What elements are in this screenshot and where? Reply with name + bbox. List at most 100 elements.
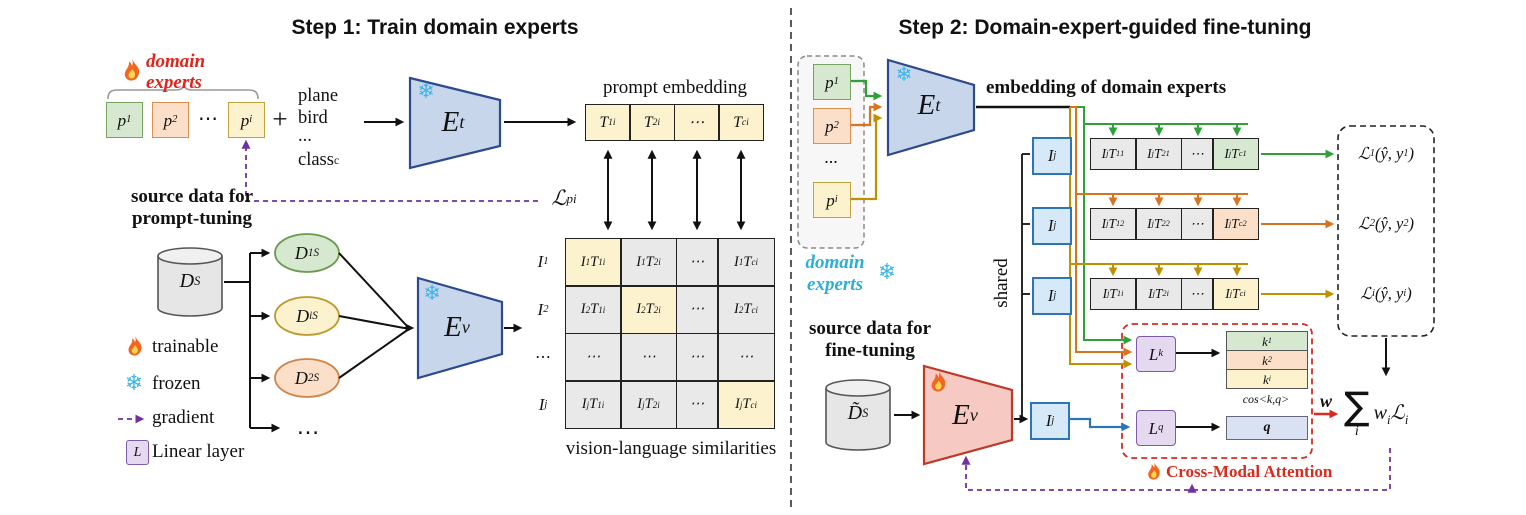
cosine-similarity-label: cos<k, q> xyxy=(1242,391,1290,406)
class-words-ellipsis: ... xyxy=(298,126,312,147)
plus-sign: + xyxy=(272,103,288,134)
step2-black-arrows xyxy=(894,338,1391,432)
cross-modal-attention-label: Cross-Modal Attention xyxy=(1166,462,1333,482)
losses-container-box xyxy=(1337,125,1435,337)
subset-ellipsis: … xyxy=(296,412,320,440)
text-encoder-shape-step2 xyxy=(886,58,976,157)
weighted-sum-formula: ∑ i wiℒi xyxy=(1344,384,1409,439)
source-dataset-cylinder-step2 xyxy=(825,379,891,451)
source-dataset-cylinder-step1 xyxy=(157,247,223,317)
domain-experts-brace xyxy=(107,82,259,100)
domain-experts-label: domain experts xyxy=(146,50,206,93)
snowflake-icon: ❄ xyxy=(895,61,913,86)
step1-arrows xyxy=(224,117,746,433)
source-data-label-step2-line1: source data for xyxy=(808,318,932,340)
attention-weights-label: w xyxy=(1319,390,1332,411)
finetune-dataset-label: D̃S xyxy=(847,401,869,424)
source-data-label-step2-line2: fine-tuning xyxy=(825,340,915,362)
vision-encoder-shape-step1 xyxy=(416,276,504,380)
linear-layer-icon: L xyxy=(126,440,149,465)
domain-experts-label-step2-line1: domain xyxy=(805,252,865,274)
image-feature-ellipsis: ⋯ xyxy=(535,349,551,367)
matrix-cell: ⋯ xyxy=(566,334,620,380)
legend-linear-label: Linear layer xyxy=(152,441,245,463)
shared-label: shared xyxy=(991,258,1013,308)
gradient-arrows-step2 xyxy=(961,448,1391,493)
domain-experts-label-step2-line2: experts xyxy=(807,274,863,296)
legend-gradient-label: gradient xyxy=(152,407,215,429)
snowflake-icon: ❄ xyxy=(877,259,897,285)
matrix-caption: vision-language similarities xyxy=(565,438,777,460)
matrix-cell: ⋯ xyxy=(677,334,717,380)
fire-icon xyxy=(126,335,144,358)
source-data-label-line2: prompt-tuning xyxy=(131,208,252,230)
cross-modal-attention-box xyxy=(1121,323,1313,459)
matrix-cell: ⋯ xyxy=(677,381,717,428)
prompt-ellipsis-step2: ... xyxy=(824,146,838,167)
query-vector-box: q xyxy=(1226,416,1308,440)
matrix-cell: ⋯ xyxy=(677,239,717,285)
similarity-cell: ⋯ xyxy=(1182,209,1212,239)
fire-icon xyxy=(122,58,142,83)
matrix-cell: ⋯ xyxy=(621,334,676,380)
class-word-bird: bird xyxy=(298,108,328,129)
text-encoder-shape-step1 xyxy=(408,76,502,170)
fire-icon xyxy=(929,370,948,394)
snowflake-icon: ❄ xyxy=(423,281,441,306)
feed-orange xyxy=(1070,106,1335,357)
matrix-cell: ⋯ xyxy=(677,286,717,333)
legend-frozen-label: frozen xyxy=(152,373,201,395)
prompt-ellipsis: ⋯ xyxy=(198,107,218,130)
prompt-embedding-title: prompt embedding xyxy=(602,77,748,99)
matrix-cell: ⋯ xyxy=(718,334,774,380)
class-word-plane: plane xyxy=(298,86,339,107)
